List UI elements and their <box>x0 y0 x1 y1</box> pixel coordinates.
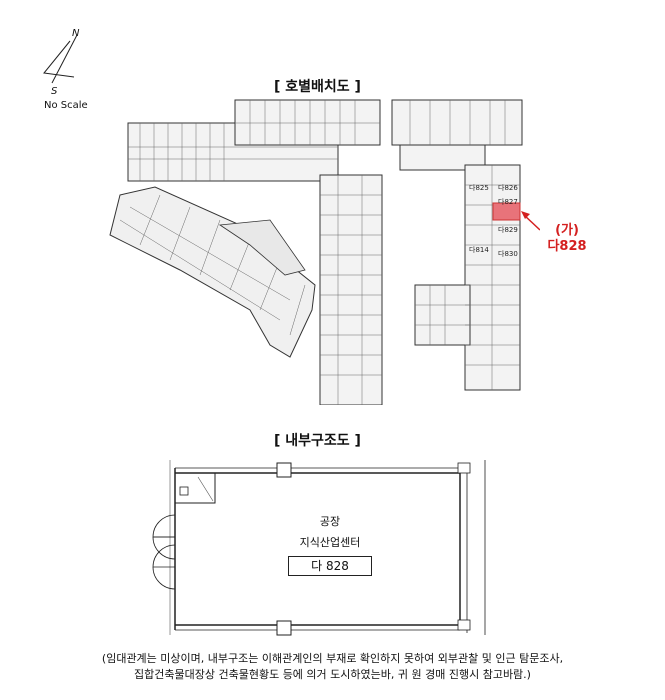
room-use-secondary: 지식산업센터 <box>299 536 361 549</box>
interior-plan-title: [ 내부구조도 ] <box>274 433 361 449</box>
unit-callout: (가) 다828 <box>542 223 592 255</box>
room-use-primary: 공장 <box>319 515 341 528</box>
unit-label: 다826 <box>498 184 518 192</box>
unit-label: 다830 <box>498 250 518 258</box>
compass-south-label: S <box>51 86 58 97</box>
compass-arrow-icon <box>43 34 78 84</box>
room-number-box: 다 828 <box>288 556 372 576</box>
compass <box>30 25 100 85</box>
highlighted-unit <box>492 202 521 221</box>
disclaimer-caption: (임대관계는 미상이며, 내부구조는 이해관계인의 부재로 확인하지 못하여 외… <box>0 651 665 683</box>
callout-code: (가) <box>555 223 579 238</box>
scale-note: No Scale <box>44 100 88 111</box>
floor-layout-plan <box>109 99 540 405</box>
unit-label: 다825 <box>469 184 489 192</box>
unit-label: 다827 <box>498 198 518 206</box>
callout-unit: 다828 <box>547 239 587 254</box>
unit-label: 다814 <box>469 246 489 254</box>
unit-label: 다829 <box>498 226 518 234</box>
caption-line-2: 집합건축물대장상 건축물현황도 등에 의거 도시하였는바, 귀 원 경매 진행시… <box>134 668 531 681</box>
interior-plan <box>152 460 486 636</box>
caption-line-1: (임대관계는 미상이며, 내부구조는 이해관계인의 부재로 확인하지 못하여 외… <box>101 652 564 665</box>
layout-plan-title: [ 호별배치도 ] <box>274 79 361 95</box>
compass-north-label: N <box>72 28 80 39</box>
